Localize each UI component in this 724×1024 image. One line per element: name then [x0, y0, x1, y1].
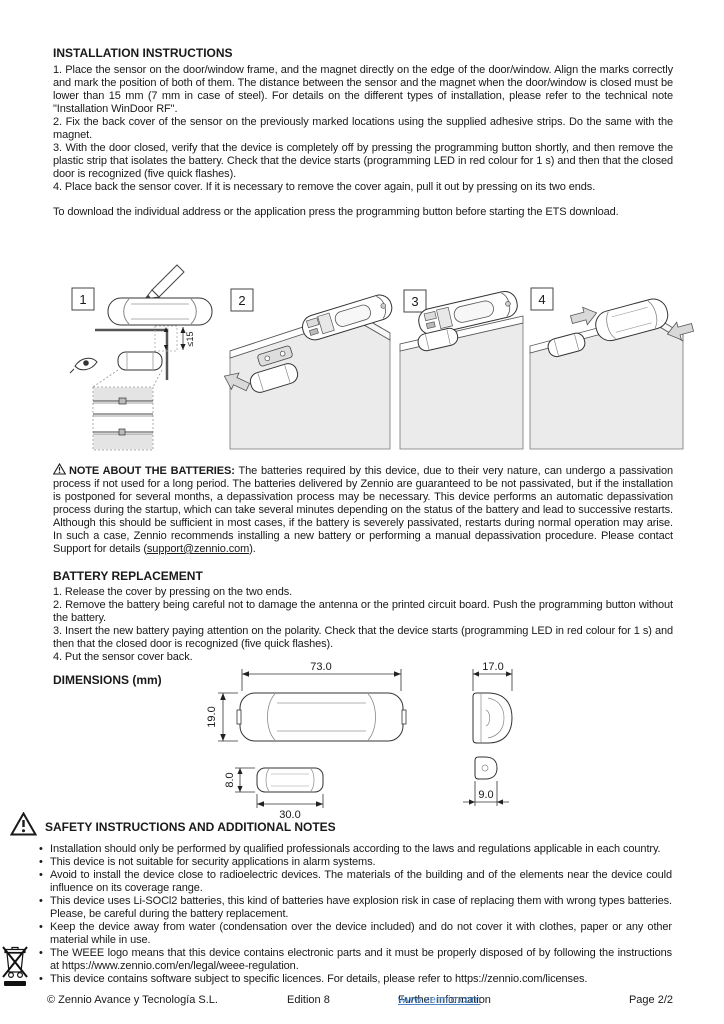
- press-arrow-right-icon: [666, 321, 695, 341]
- install-step: 3. With the door closed, verify that the…: [53, 142, 673, 180]
- safety-bullet-list: Installation should only be performed by…: [38, 843, 672, 986]
- battery-replacement-heading: BATTERY REPLACEMENT: [53, 569, 203, 583]
- dim-label-magnet-height: 8.0: [224, 772, 236, 787]
- warning-icon: [53, 463, 66, 475]
- dimensions-heading: DIMENSIONS (mm): [53, 673, 162, 687]
- battery-note-after: ).: [249, 543, 256, 555]
- magnet-front: [117, 351, 163, 371]
- adhesive-strip: [257, 345, 293, 367]
- safety-heading: SAFETY INSTRUCTIONS AND ADDITIONAL NOTES: [45, 820, 336, 834]
- safety-bullet: The WEEE logo means that this device con…: [38, 947, 672, 973]
- install-steps: 1. Place the sensor on the door/window f…: [53, 64, 673, 194]
- battery-step: 4. Put the sensor cover back.: [53, 651, 193, 663]
- magnet-exploded: [249, 363, 299, 393]
- footer-copyright: © Zennio Avance y Tecnología S.L.: [47, 994, 218, 1006]
- sensor-front: [107, 297, 213, 326]
- battery-replacement-steps: 1. Release the cover by pressing on the …: [53, 586, 673, 664]
- safety-bullet: Keep the device away from water (condens…: [38, 921, 672, 947]
- download-note: To download the individual address or th…: [53, 206, 619, 218]
- safety-heading-row: SAFETY INSTRUCTIONS AND ADDITIONAL NOTES: [10, 812, 336, 836]
- dim-label-magnet-width: 30.0: [279, 809, 300, 820]
- install-step: 4. Place back the sensor cover. If it is…: [53, 181, 596, 193]
- battery-step: 1. Release the cover by pressing on the …: [53, 586, 293, 598]
- installation-figure: 1 2 3 4 ≤15: [69, 264, 695, 451]
- battery-step: 2. Remove the battery being careful not …: [53, 599, 673, 624]
- footer-edition: Edition 8: [287, 994, 330, 1006]
- pencil-icon: [143, 264, 185, 300]
- install-heading: INSTALLATION INSTRUCTIONS: [53, 46, 233, 60]
- dim-sensor-front: [236, 692, 407, 742]
- safety-bullet: Avoid to install the device close to rad…: [38, 869, 672, 895]
- dim-label-side-width: 17.0: [482, 661, 503, 673]
- figure-step-label-2: 2: [238, 293, 245, 308]
- battery-note-lead: NOTE ABOUT THE BATTERIES:: [69, 465, 235, 477]
- wall-corner-3: [399, 315, 524, 450]
- distance-dimension: [180, 327, 186, 350]
- dim-magnet-side: [474, 756, 498, 780]
- figure-step-label-1: 1: [79, 292, 86, 307]
- dim-magnet-front: [256, 767, 324, 793]
- dimensions-figure: 73.0 19.0 17.0 8.0: [206, 661, 513, 820]
- sensor-open: [301, 294, 393, 341]
- figure-step-label-3: 3: [411, 294, 418, 309]
- footer-page-number: Page 2/2: [628, 994, 673, 1006]
- install-step: 1. Place the sensor on the door/window f…: [53, 64, 673, 115]
- support-email-link[interactable]: support@zennio.com: [146, 543, 250, 555]
- battery-note-body: The batteries required by this device, d…: [53, 465, 674, 555]
- sensor-cover: [595, 298, 669, 342]
- magnet-mounted-4: [547, 332, 586, 358]
- eye-icon: [69, 357, 98, 374]
- safety-bullet: This device contains software subject to…: [38, 973, 672, 986]
- safety-bullet: Installation should only be performed by…: [38, 843, 672, 856]
- dim-sensor-side: [472, 692, 513, 744]
- sensor-open-mounted: [418, 290, 518, 336]
- arrow-icon: [223, 372, 251, 392]
- warning-icon: [10, 812, 37, 836]
- install-step: 2. Fix the back cover of the sensor on t…: [53, 116, 673, 141]
- zennio-website-link[interactable]: www.zennio.com: [398, 994, 481, 1006]
- battery-note: NOTE ABOUT THE BATTERIES: The batteries …: [53, 463, 673, 556]
- dim-label-magnet-side-width: 9.0: [478, 789, 493, 801]
- alignment-detail: [92, 386, 154, 451]
- page-footer: © Zennio Avance y Tecnología S.L. Editio…: [0, 994, 724, 1010]
- press-arrow-left-icon: [569, 306, 598, 326]
- safety-bullet: This device is not suitable for security…: [38, 856, 672, 869]
- battery-step: 3. Insert the new battery paying attenti…: [53, 625, 673, 650]
- magnet-mounted: [417, 327, 459, 352]
- figure-step-label-4: 4: [538, 292, 545, 307]
- distance-label: ≤15: [185, 332, 195, 347]
- dim-label-front-width: 73.0: [310, 661, 331, 673]
- dim-label-front-height: 19.0: [206, 706, 218, 727]
- footer-further-label: Further information: [398, 994, 491, 1006]
- weee-icon: [2, 946, 28, 986]
- safety-bullet: This device uses Li-SOCl2 batteries, thi…: [38, 895, 672, 921]
